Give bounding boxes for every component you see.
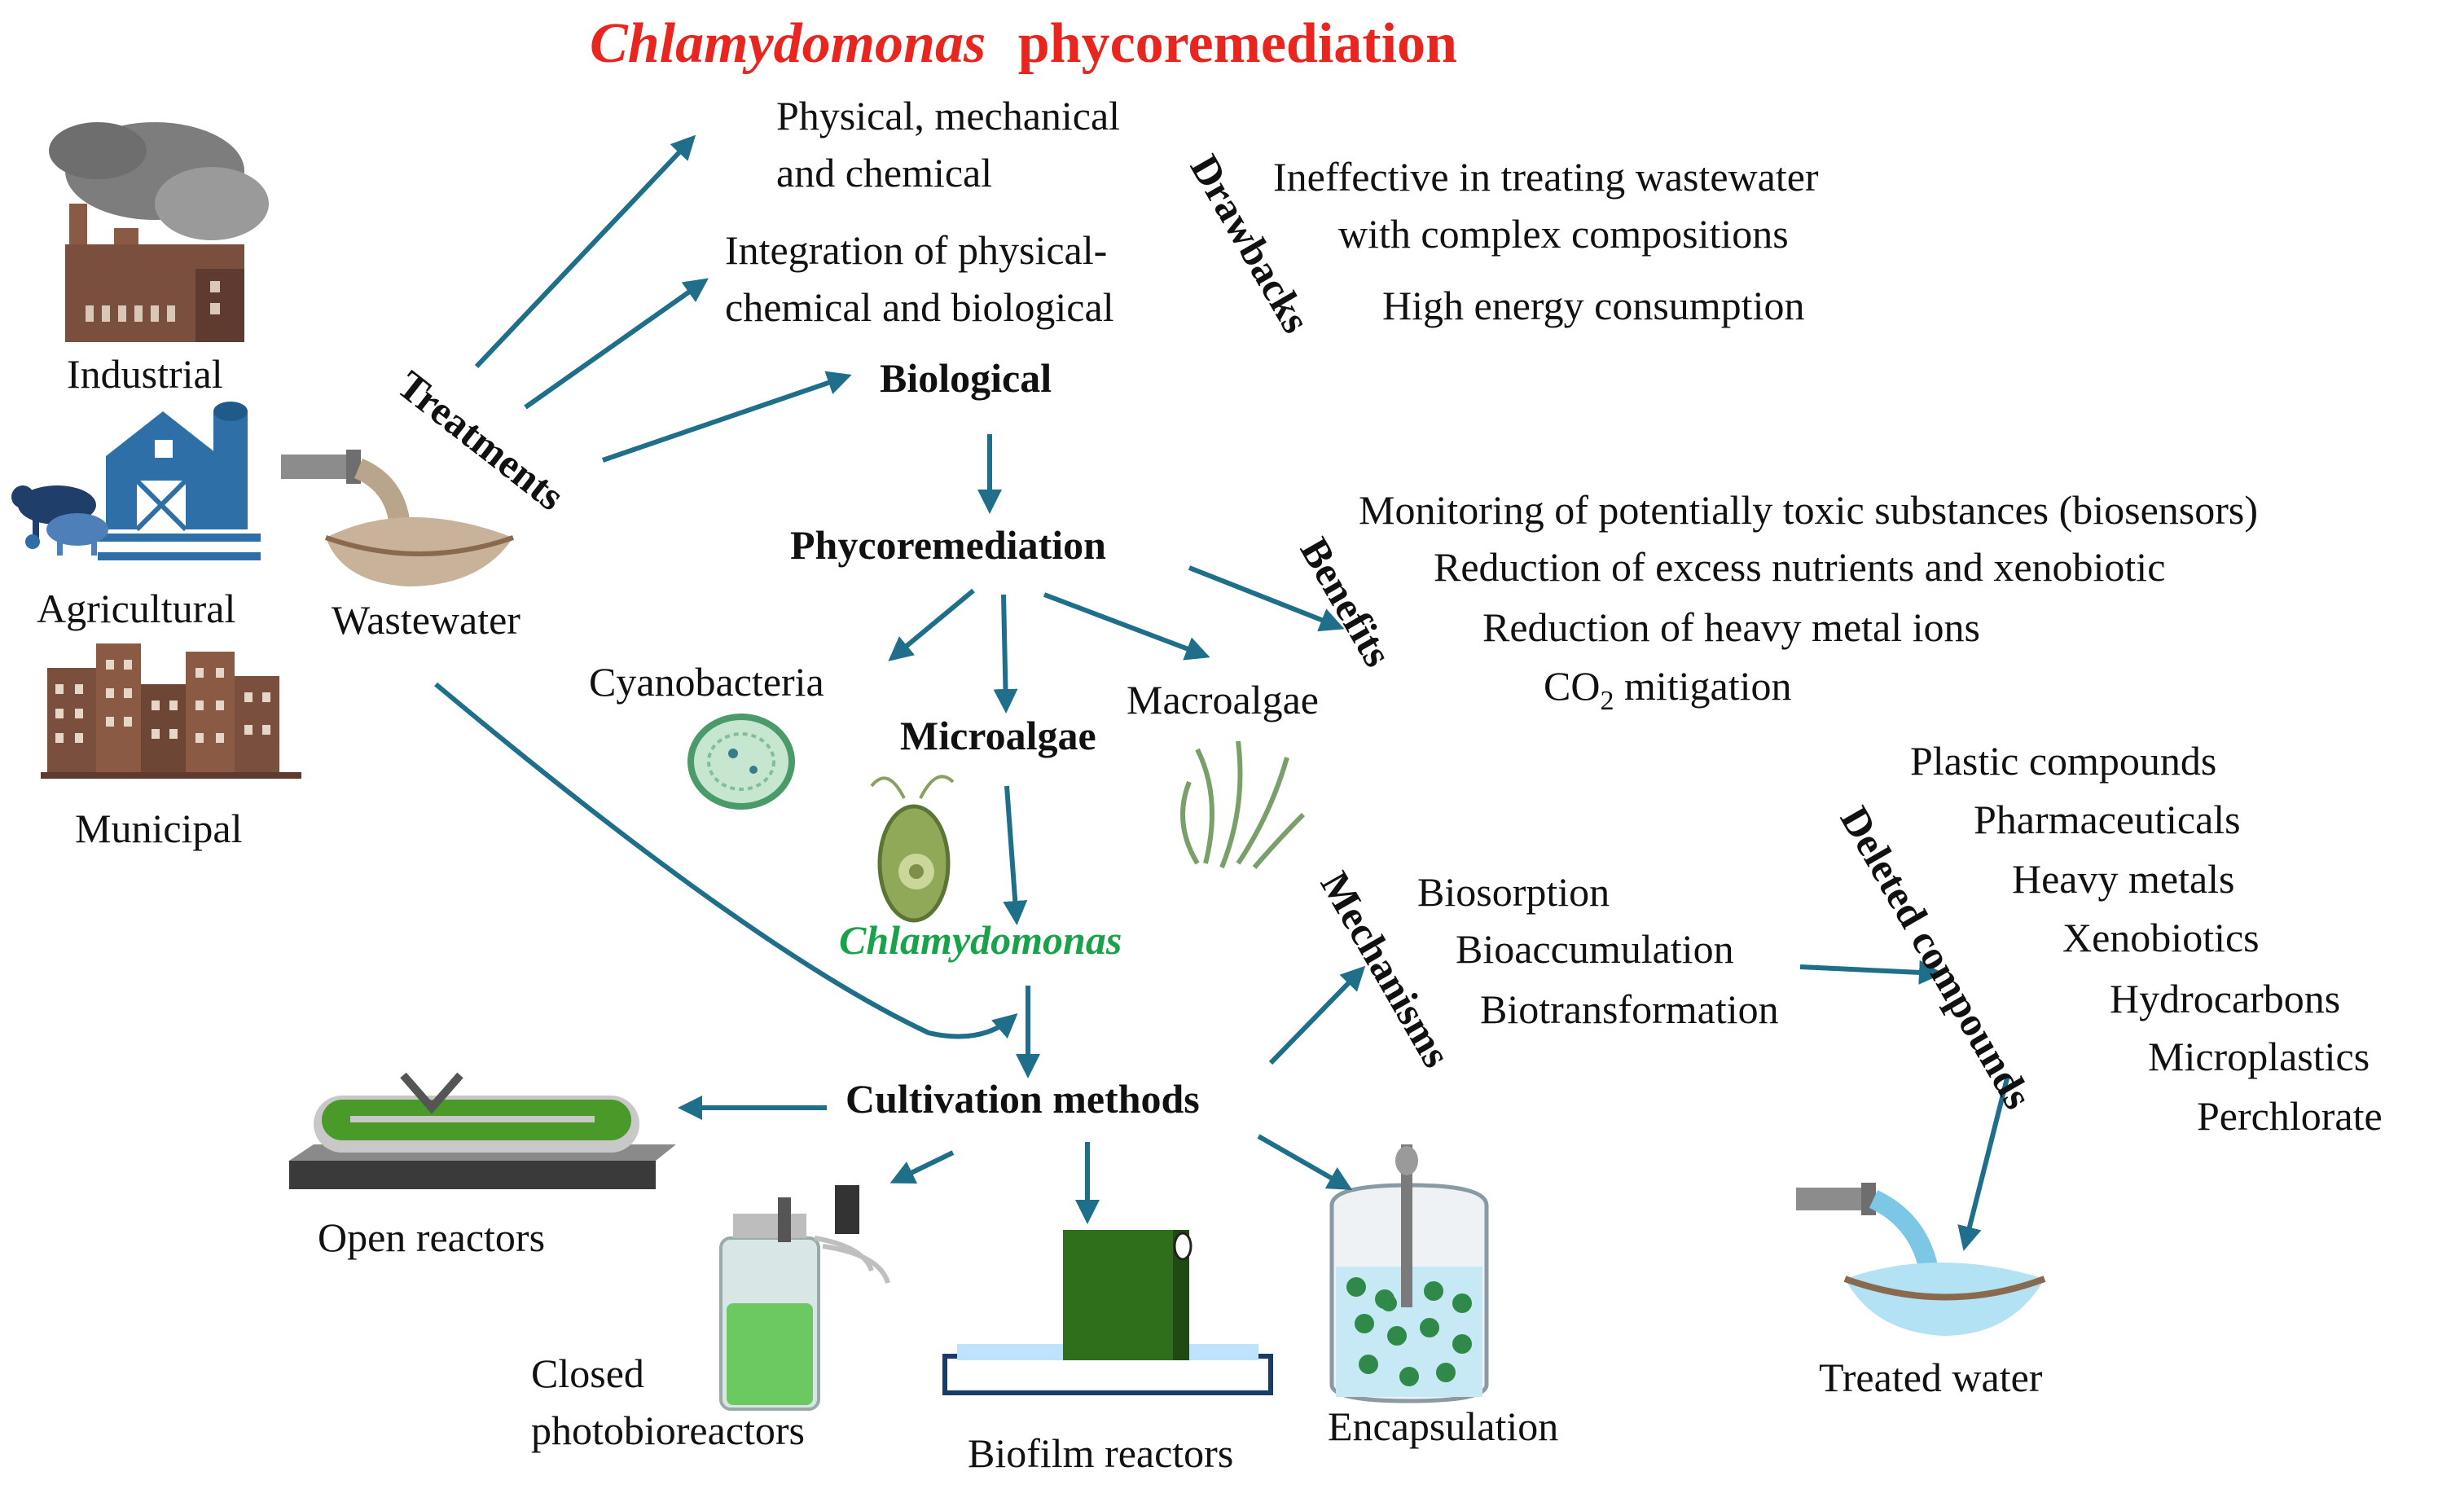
- benefit-3: Reduction of heavy metal ions: [1482, 604, 1980, 650]
- biofilm-reactor-icon: [942, 1230, 1273, 1395]
- deleted-pharmaceuticals: Pharmaceuticals: [1974, 797, 2241, 842]
- label-closed-line2: photobioreactors: [531, 1408, 806, 1453]
- treatment-integration-line1: Integration of physical-: [725, 227, 1108, 273]
- label-treated-water: Treated water: [1819, 1355, 2043, 1400]
- label-open-reactors: Open reactors: [318, 1214, 546, 1260]
- arrow-to-macroalgae: [1043, 592, 1210, 661]
- drawback-2: High energy consumption: [1382, 283, 1805, 328]
- label-cultivation-methods: Cultivation methods: [845, 1076, 1200, 1122]
- wastewater-pipe-icon: [281, 450, 514, 586]
- arrow-to-microalgae: [993, 594, 1018, 714]
- deleted-perchlorate: Perchlorate: [2197, 1093, 2383, 1139]
- treatment-biological: Biological: [880, 355, 1052, 401]
- deleted-hydrocarbons: Hydrocarbons: [2110, 976, 2341, 1021]
- label-encapsulation: Encapsulation: [1328, 1403, 1559, 1449]
- label-industrial: Industrial: [67, 351, 223, 397]
- arrow-to-biological: [602, 371, 852, 463]
- diagram-title: Chlamydomonas phycoremediation: [590, 11, 1457, 77]
- arrow-to-closed-pbr: [889, 1150, 955, 1184]
- open-reactor-icon: [289, 1072, 676, 1189]
- label-agricultural: Agricultural: [37, 586, 236, 631]
- treated-water-icon: [1796, 1183, 2046, 1336]
- flow-arrows: [434, 134, 2010, 1251]
- title-rest: phycoremediation: [1017, 12, 1457, 75]
- city-icon: [41, 643, 301, 779]
- arrow-to-benefits: [1188, 565, 1345, 632]
- arrow-microalgae-to-chlamy: [1003, 785, 1028, 925]
- label-municipal: Municipal: [75, 806, 243, 851]
- benefit-2: Reduction of excess nutrients and xenobi…: [1434, 544, 2166, 590]
- deleted-xenobiotics: Xenobiotics: [2062, 915, 2260, 960]
- arrow-to-treated-water: [1957, 1074, 2010, 1251]
- cyanobacteria-icon: [687, 714, 795, 810]
- drawback-1-line1: Ineffective in treating wastewater: [1273, 154, 1819, 200]
- treatment-physical-line1: Physical, mechanical: [776, 93, 1121, 138]
- treatment-integration-line2: chemical and biological: [725, 284, 1114, 330]
- benefit-4-rest: mitigation: [1614, 663, 1792, 709]
- benefit-4-subscript: 2: [1600, 686, 1614, 716]
- arrow-to-physical: [474, 134, 696, 369]
- barn-icon: [11, 402, 261, 560]
- label-closed-line1: Closed: [531, 1350, 644, 1396]
- label-chlamydomonas: Chlamydomonas: [839, 917, 1122, 963]
- closed-photobioreactor-icon: [719, 1185, 890, 1411]
- label-macroalgae: Macroalgae: [1127, 677, 1319, 722]
- arrow-to-mechanisms: [1268, 965, 1366, 1065]
- arrow-to-encapsulation: [1257, 1134, 1353, 1190]
- deleted-microplastics: Microplastics: [2148, 1034, 2370, 1079]
- deleted-plastic-compounds: Plastic compounds: [1910, 738, 2217, 784]
- label-biofilm-reactors: Biofilm reactors: [968, 1430, 1234, 1476]
- chlamydomonas-cell-icon: [870, 775, 955, 923]
- benefit-1: Monitoring of potentially toxic substanc…: [1359, 487, 2259, 533]
- title-genus: Chlamydomonas: [590, 12, 986, 75]
- encapsulation-vessel-icon: [1329, 1144, 1489, 1403]
- label-microalgae: Microalgae: [900, 713, 1096, 758]
- arrow-to-cyanobacteria: [888, 588, 975, 661]
- arrow-to-deleted: [1799, 960, 1944, 985]
- benefit-4: CO2 mitigation: [1544, 662, 1792, 718]
- label-phycoremediation: Phycoremediation: [790, 522, 1106, 568]
- mechanism-biosorption: Biosorption: [1417, 869, 1610, 915]
- label-wastewater: Wastewater: [332, 597, 520, 643]
- deleted-heavy-metals: Heavy metals: [2012, 856, 2235, 902]
- drawback-1-line2: with complex compositions: [1338, 211, 1789, 257]
- label-cyanobacteria: Cyanobacteria: [589, 659, 824, 705]
- treatment-physical-line2: and chemical: [776, 150, 993, 195]
- macroalgae-icon: [1180, 740, 1306, 869]
- arrow-to-integration: [524, 278, 709, 410]
- mechanism-biotransformation: Biotransformation: [1480, 986, 1779, 1032]
- arrow-wastewater-to-chlamy: [434, 682, 1018, 1039]
- factory-icon: [49, 122, 269, 342]
- benefit-4-co: CO: [1544, 663, 1601, 709]
- mechanism-bioaccumulation: Bioaccumulation: [1456, 926, 1734, 972]
